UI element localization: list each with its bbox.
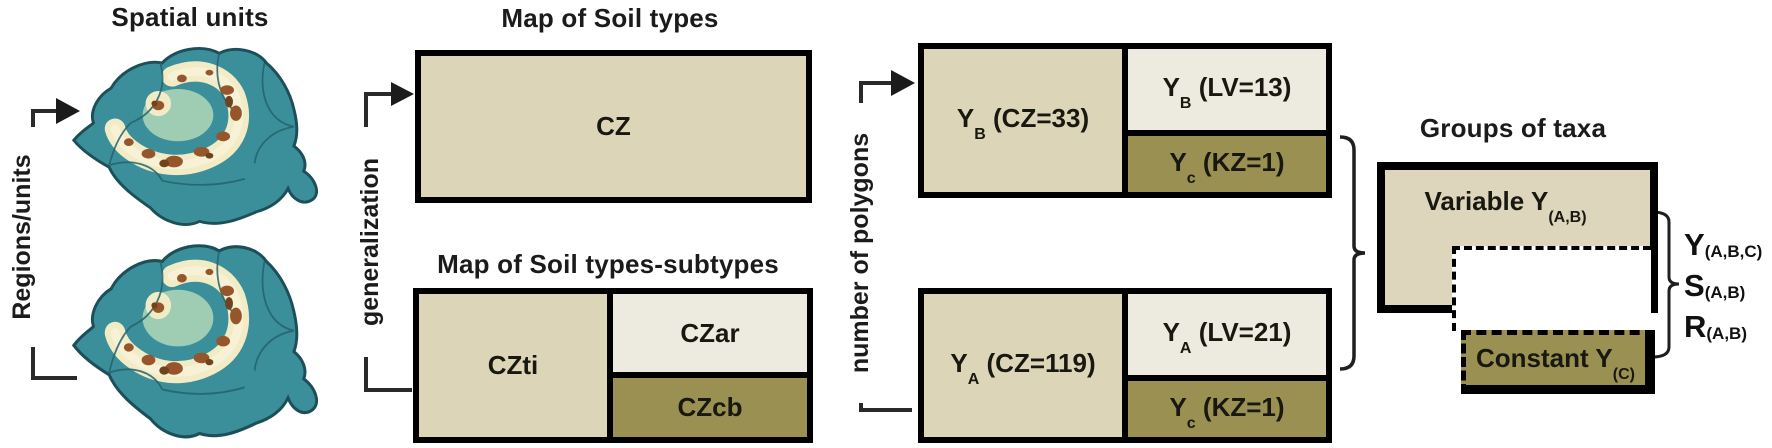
ya-lv21-label: YA (LV=21) xyxy=(1162,317,1292,357)
yb-cz33-cell: YB (CZ=33) xyxy=(924,49,1122,192)
output-label-yabc: Y(A,B,C) xyxy=(1684,227,1763,262)
yc-kz1-bottom-cell: Yc (KZ=1) xyxy=(1128,381,1326,437)
constant-yc-box: Constant Y(C) xyxy=(1461,330,1655,394)
cz-label: CZ xyxy=(596,111,631,141)
yb-cz33-label: YB (CZ=33) xyxy=(956,103,1090,143)
cz-cell: CZ xyxy=(421,56,806,197)
czar-cell: CZar xyxy=(613,294,807,372)
romania-relief-map-top xyxy=(62,34,347,232)
brace-taxa-to-outputs xyxy=(1651,210,1680,359)
spatial-units-title: Spatial units xyxy=(111,2,269,32)
constant-yc-label: Constant Y(C) xyxy=(1476,342,1635,383)
arrowhead-to-top-map xyxy=(56,98,80,124)
cz-box: CZ xyxy=(415,50,812,203)
czar-label: CZar xyxy=(680,317,740,348)
czti-label: CZti xyxy=(487,350,539,380)
yc-kz1-top-cell: Yc (KZ=1) xyxy=(1128,136,1326,192)
czti-cell: CZti xyxy=(419,294,607,437)
brace-polygons-to-taxa xyxy=(1339,135,1366,371)
dashed-overlap-box xyxy=(1452,246,1651,331)
polygon-box-a: YA (CZ=119) YA (LV=21) Yc (KZ=1) xyxy=(918,288,1332,443)
output-label-sab: S(A,B) xyxy=(1684,268,1746,303)
soil-subtypes-title: Map of Soil types-subtypes xyxy=(437,249,779,279)
yb-lv13-cell: YB (LV=13) xyxy=(1128,49,1326,130)
polygon-box-b: YB (CZ=33) YB (LV=13) Yc (KZ=1) xyxy=(918,43,1332,198)
variable-yab-label: Variable Y(A,B) xyxy=(1424,186,1587,226)
arrowhead-to-cz-box xyxy=(391,82,414,106)
arrowhead-to-polygon-box xyxy=(891,70,915,96)
polygons-axis-label: number of polygons xyxy=(843,103,877,403)
yb-lv13-label: YB (LV=13) xyxy=(1162,72,1292,112)
ya-lv21-cell: YA (LV=21) xyxy=(1128,294,1326,375)
romania-relief-map-bottom xyxy=(62,230,347,445)
ya-cz119-cell: YA (CZ=119) xyxy=(924,294,1122,437)
generalization-axis-label: generalization xyxy=(353,127,387,357)
czcb-label: CZcb xyxy=(677,392,743,422)
yc-kz1-top-label: Yc (KZ=1) xyxy=(1169,146,1285,187)
soil-types-title: Map of Soil types xyxy=(501,3,719,33)
output-label-rab: R(A,B) xyxy=(1684,309,1747,344)
yc-kz1-bottom-label: Yc (KZ=1) xyxy=(1169,391,1285,432)
soil-subtypes-box: CZti CZar CZcb xyxy=(413,288,813,443)
regions-units-axis-label: Regions/units xyxy=(5,127,39,347)
groups-of-taxa-title: Groups of taxa xyxy=(1419,113,1607,143)
czcb-cell: CZcb xyxy=(613,378,807,437)
ya-cz119-label: YA (CZ=119) xyxy=(950,348,1096,388)
